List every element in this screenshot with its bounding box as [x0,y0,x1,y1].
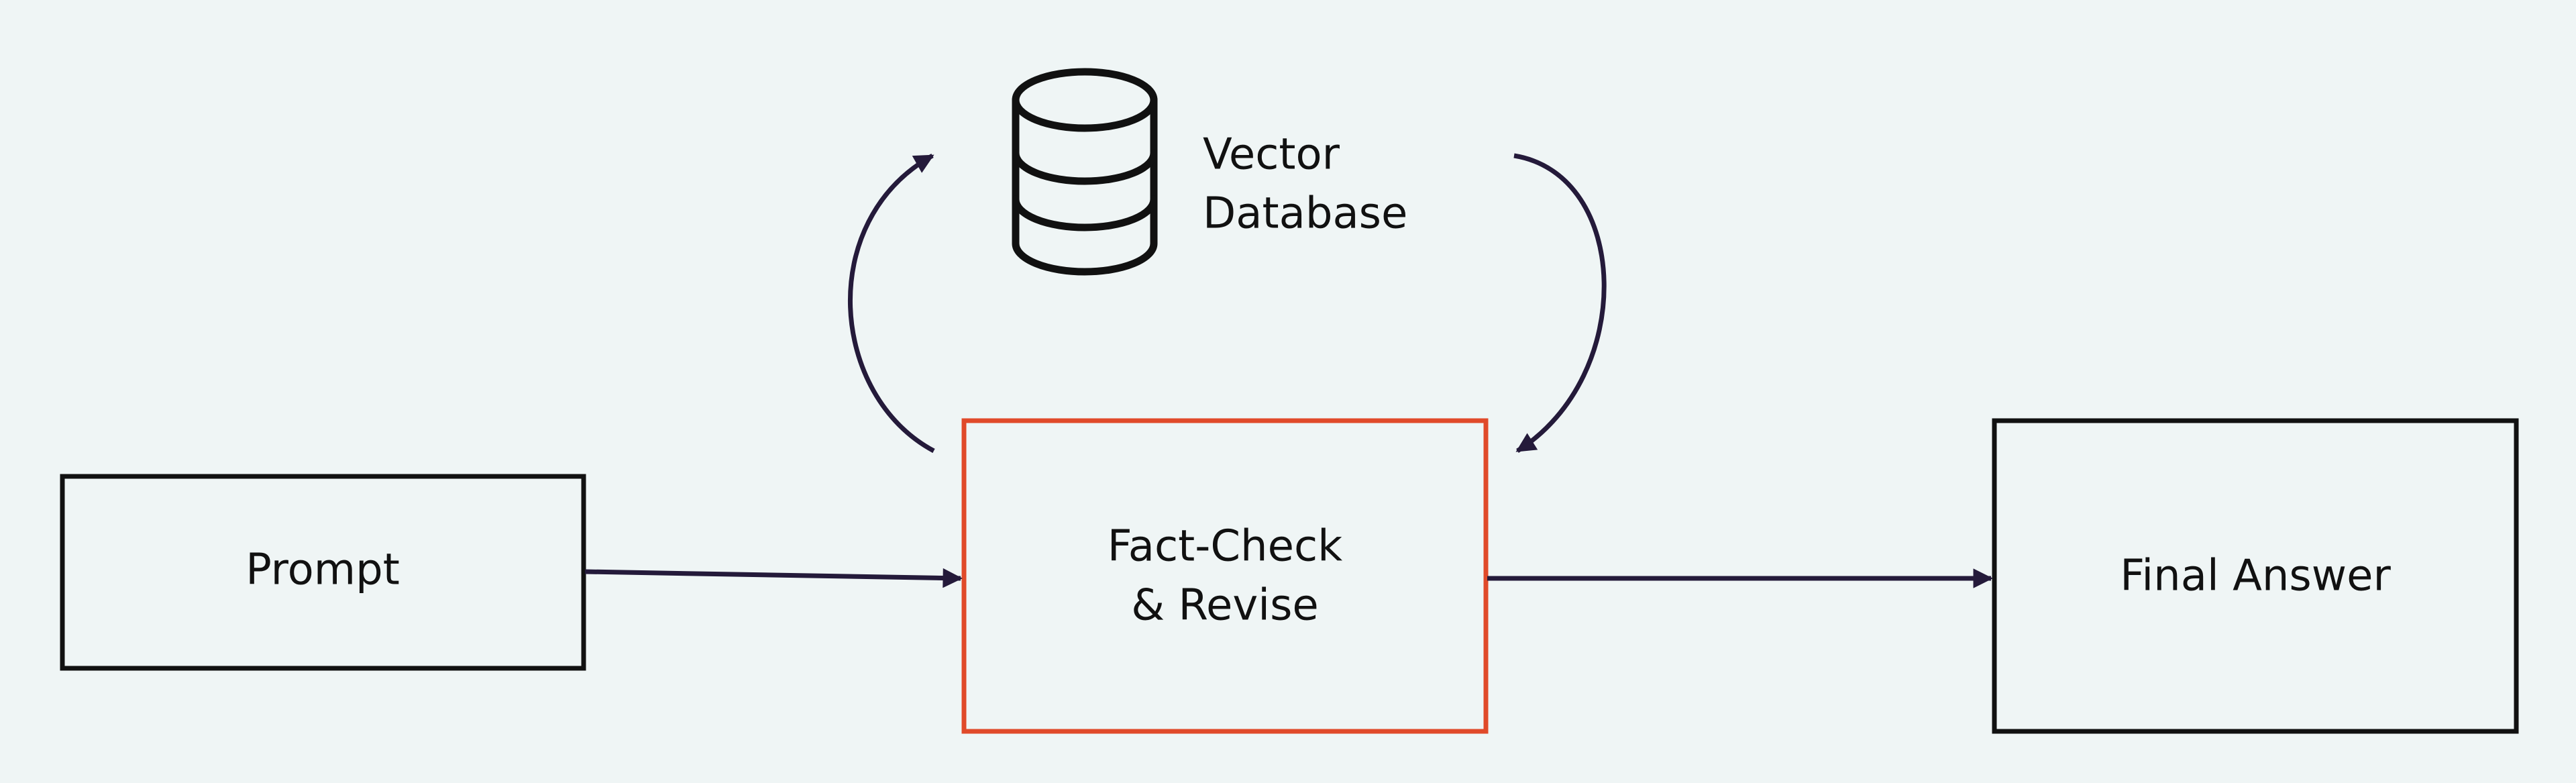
vector-database-node: Vector Database [1012,68,1407,276]
connectors [584,153,1993,588]
fact-check-label-line1: Fact-Check [1108,522,1342,572]
vector-database-label-line2: Database [1203,189,1407,239]
prompt-node: Prompt [60,474,586,671]
database-icon [1012,68,1158,276]
prompt-label: Prompt [246,545,400,595]
arrow-prompt-to-fact-check [584,568,963,588]
fact-check-label-line2: & Revise [1131,581,1319,631]
fact-check-box [961,418,1489,734]
vector-database-label-line1: Vector [1203,130,1340,180]
final-answer-node: Final Answer [1992,418,2519,734]
arrow-fact-check-to-vector-database [848,153,935,454]
final-answer-label: Final Answer [2120,552,2391,601]
arrow-vector-database-to-fact-check [1513,153,1607,453]
final-answer-box [1992,418,2519,734]
prompt-box [60,474,586,671]
fact-check-node: Fact-Check & Revise [961,418,1489,734]
